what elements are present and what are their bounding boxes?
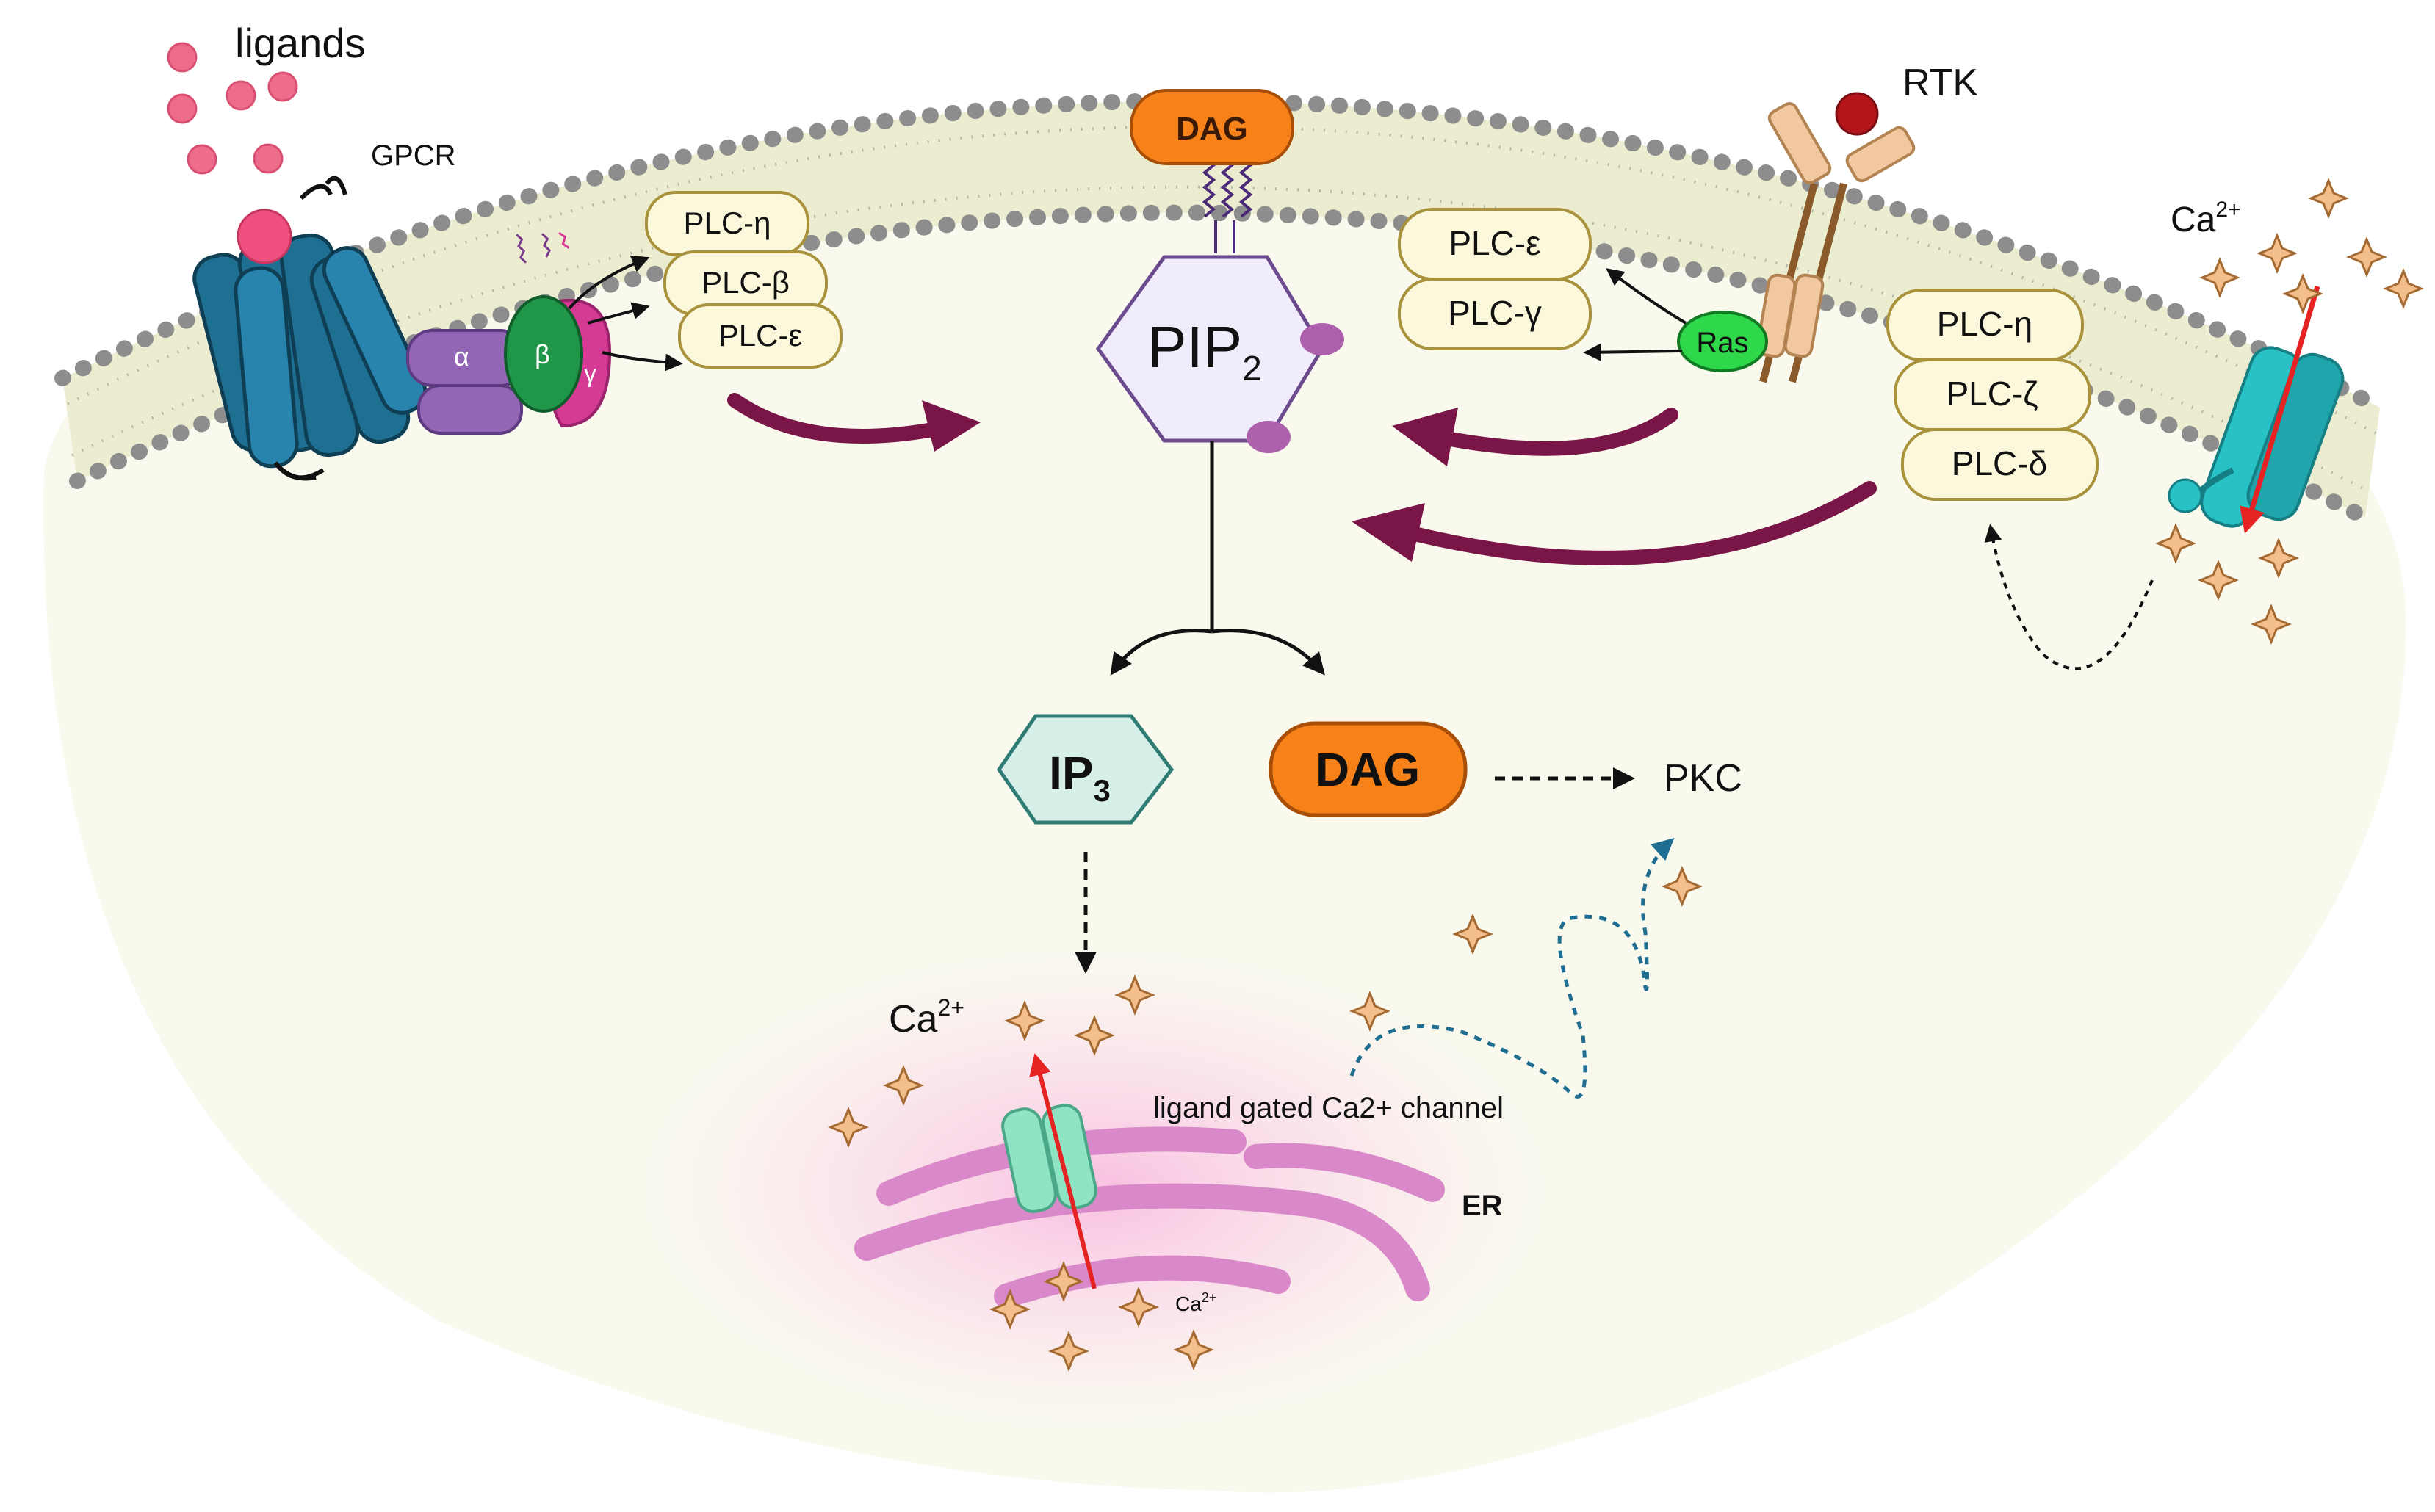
dag-membrane: DAG bbox=[1130, 89, 1294, 165]
ca-plc-to-pip2-arrow bbox=[1410, 481, 1877, 565]
rtk-arrowhead bbox=[1392, 408, 1458, 466]
gpcr-loops bbox=[273, 176, 347, 480]
membrane-calcium-channel bbox=[2168, 346, 2345, 528]
g-alpha-label: α bbox=[454, 341, 469, 372]
svg-text:IP3: IP3 bbox=[1049, 747, 1111, 808]
gprotein-to-plc-arrows bbox=[568, 255, 683, 372]
er-label: ER bbox=[1462, 1190, 1503, 1222]
pip2-hydrolysis-arrows bbox=[1110, 441, 1325, 676]
plc-zeta-ca: PLC-ζ bbox=[1894, 358, 2091, 431]
svg-text:PLC-γ: PLC-γ bbox=[1448, 294, 1542, 332]
ip3-subscript: 3 bbox=[1094, 773, 1111, 808]
ca-cyto-label: Ca2+ bbox=[889, 994, 964, 1041]
svg-text:PLC-η: PLC-η bbox=[1937, 305, 2032, 343]
pkc-label: PKC bbox=[1664, 757, 1742, 800]
ca-outside-label: Ca2+ bbox=[2171, 198, 2241, 239]
svg-text:Ras: Ras bbox=[1696, 327, 1748, 359]
ras-protein: Ras bbox=[1677, 311, 1768, 372]
ca-to-pkc-wave bbox=[1349, 837, 1675, 1099]
plc-eta-ca: PLC-η bbox=[1886, 289, 2084, 361]
svg-text:DAG: DAG bbox=[1176, 111, 1248, 147]
gpcr-arrowhead bbox=[922, 400, 981, 452]
dag-molecule: DAG bbox=[1269, 721, 1468, 817]
svg-text:PLC-δ: PLC-δ bbox=[1952, 444, 2047, 482]
membrane-ca-influx-arrow bbox=[2240, 286, 2320, 534]
g-gamma-label: γ bbox=[584, 360, 596, 388]
er-ca-release-arrow bbox=[1029, 1053, 1097, 1289]
gpcr-label: GPCR bbox=[371, 140, 456, 172]
g-beta-subunit bbox=[504, 295, 583, 413]
g-protein bbox=[406, 231, 612, 435]
plc-delta-ca: PLC-δ bbox=[1901, 428, 2099, 501]
g-beta-label: β bbox=[535, 339, 550, 369]
svg-text:PLC-η: PLC-η bbox=[683, 206, 771, 240]
ip3-label: IP bbox=[1049, 747, 1093, 800]
plc-epsilon-rtk: PLC-ε bbox=[1398, 208, 1592, 281]
rtk-plc-to-pip2-arrow bbox=[1443, 408, 1678, 456]
ligand-molecules bbox=[167, 42, 298, 175]
cell-membrane bbox=[62, 101, 2380, 518]
svg-text:PLC-β: PLC-β bbox=[701, 265, 790, 300]
ligands-label: ligands bbox=[235, 20, 365, 66]
channel-label: ligand gated Ca2+ channel bbox=[1153, 1092, 1504, 1124]
pip2-label: PIP bbox=[1147, 314, 1242, 380]
pip2-molecule: PIP2 bbox=[1095, 255, 1344, 453]
gpcr-plc-to-pip2-arrow bbox=[727, 393, 940, 444]
svg-text:PLC-ζ: PLC-ζ bbox=[1946, 375, 2038, 413]
ca-er-label: Ca2+ bbox=[1175, 1290, 1216, 1315]
plc-eta-gpcr: PLC-η bbox=[645, 191, 809, 256]
svg-text:PIP2: PIP2 bbox=[1147, 314, 1262, 388]
svg-text:PLC-ε: PLC-ε bbox=[718, 318, 802, 352]
bound-ligand bbox=[237, 209, 292, 264]
rtk-receptor bbox=[1756, 92, 1916, 383]
rtk-label: RTK bbox=[1902, 62, 1978, 104]
membrane-tails-inner bbox=[71, 185, 2371, 493]
pip2-subscript: 2 bbox=[1242, 350, 1262, 388]
plc-epsilon-gpcr: PLC-ε bbox=[678, 303, 843, 369]
plc-gamma-rtk: PLC-γ bbox=[1398, 278, 1592, 350]
ca-arrowhead bbox=[1352, 503, 1425, 562]
svg-text:PLC-ε: PLC-ε bbox=[1449, 224, 1540, 262]
dag-membrane-anchor bbox=[1202, 156, 1253, 253]
svg-text:DAG: DAG bbox=[1316, 743, 1420, 796]
ip3-molecule: IP3 bbox=[996, 714, 1175, 825]
ras-to-plc-arrows bbox=[1583, 268, 1687, 361]
